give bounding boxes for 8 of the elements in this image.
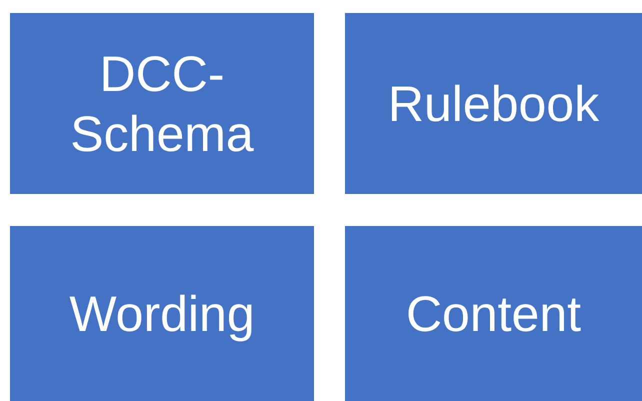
process-box [345, 13, 642, 194]
box-label: Wording [69, 284, 255, 344]
box-label: DCC-Schema [69, 44, 255, 164]
box-label: Rulebook [388, 74, 600, 134]
process-box [345, 226, 642, 401]
process-box [10, 226, 314, 401]
process-box [10, 13, 314, 194]
box-label: Content [406, 284, 582, 344]
